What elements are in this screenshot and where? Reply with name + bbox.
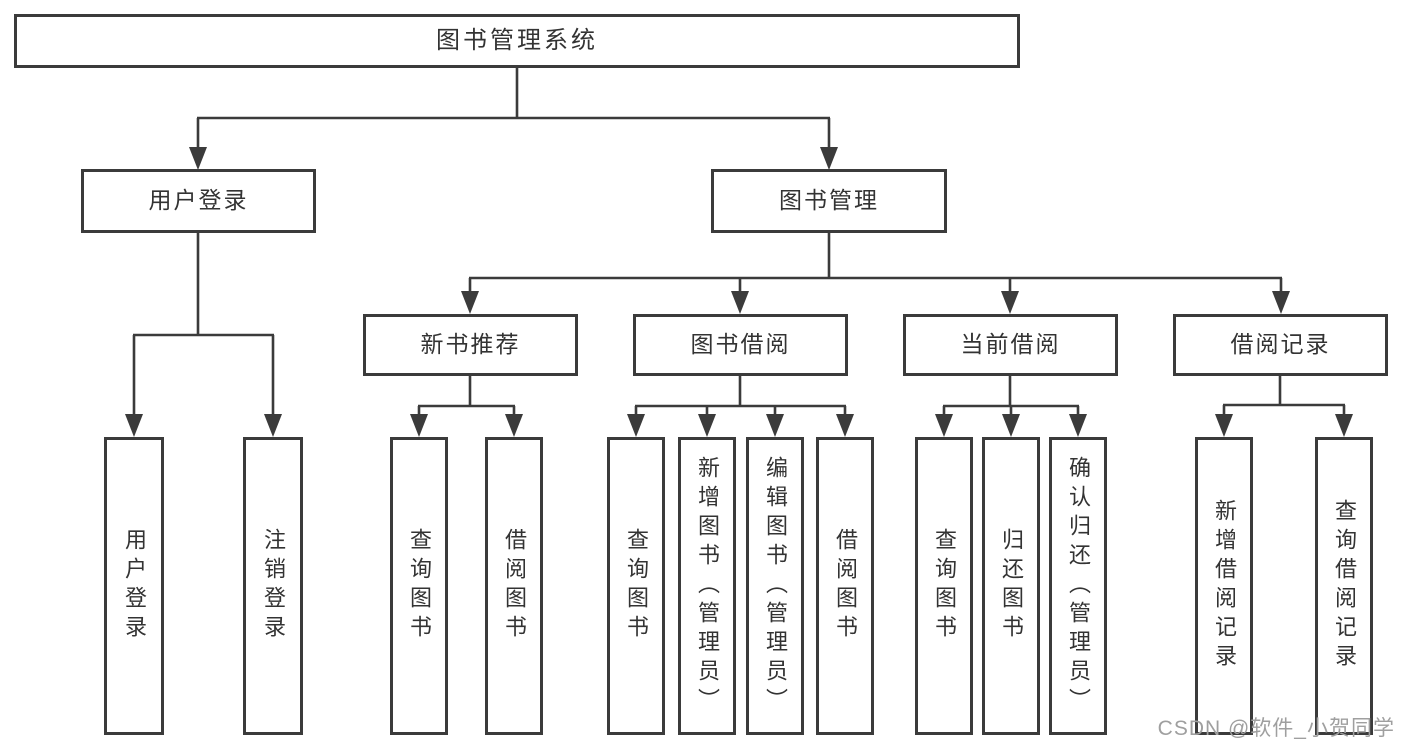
node-user-login: 用户登录 (81, 169, 316, 233)
arrow-down-icon (1335, 414, 1353, 437)
arrow-down-icon (935, 414, 953, 437)
leaf-query-borrow-record: 查询借阅记录 (1315, 437, 1373, 735)
leaf-return-book-label: 归还图书 (999, 528, 1024, 644)
connector-root-to-level2 (196, 68, 831, 152)
arrow-down-icon (125, 414, 143, 437)
arrow-down-icon (1002, 414, 1020, 437)
leaf-query-borrow-record-label: 查询借阅记录 (1332, 499, 1357, 673)
arrow-down-icon (836, 414, 854, 437)
connector-currentborrow-to-leaves (942, 376, 1080, 419)
leaf-add-borrow-record-label: 新增借阅记录 (1212, 499, 1237, 673)
node-new-book-recommend: 新书推荐 (363, 314, 578, 376)
connector-bookborrow-to-leaves (634, 376, 847, 419)
arrow-down-icon (820, 147, 838, 170)
node-book-borrow: 图书借阅 (633, 314, 848, 376)
leaf-confirm-return-admin-label: 确认归还（管理员） (1066, 455, 1091, 717)
leaf-logout-login: 注销登录 (243, 437, 303, 735)
leaf-query-book-recommend-label: 查询图书 (407, 528, 432, 644)
node-user-login-label: 用户登录 (148, 187, 249, 214)
arrow-down-icon (1001, 291, 1019, 314)
arrow-down-icon (461, 291, 479, 314)
arrow-down-icon (731, 291, 749, 314)
arrow-down-icon (1272, 291, 1290, 314)
node-current-borrow: 当前借阅 (903, 314, 1118, 376)
leaf-query-book-borrow: 查询图书 (607, 437, 665, 735)
arrow-down-icon (264, 414, 282, 437)
leaf-borrow-book: 借阅图书 (816, 437, 874, 735)
arrowheads (125, 147, 1353, 437)
leaf-borrow-book-recommend: 借阅图书 (485, 437, 543, 735)
arrow-down-icon (1215, 414, 1233, 437)
leaf-query-book-recommend: 查询图书 (390, 437, 448, 735)
arrow-down-icon (505, 414, 523, 437)
node-book-management: 图书管理 (711, 169, 947, 233)
leaf-user-login: 用户登录 (104, 437, 164, 735)
node-library-system-label: 图书管理系统 (436, 26, 598, 54)
arrow-down-icon (627, 414, 645, 437)
node-book-borrow-label: 图书借阅 (690, 331, 791, 358)
leaf-edit-book-admin: 编辑图书（管理员） (746, 437, 804, 735)
node-current-borrow-label: 当前借阅 (960, 331, 1061, 358)
arrow-down-icon (698, 414, 716, 437)
leaf-logout-login-label: 注销登录 (261, 528, 286, 644)
node-borrow-record: 借阅记录 (1173, 314, 1388, 376)
leaf-user-login-label: 用户登录 (122, 528, 147, 644)
leaf-borrow-book-recommend-label: 借阅图书 (502, 528, 527, 644)
leaf-add-borrow-record: 新增借阅记录 (1195, 437, 1253, 735)
leaf-edit-book-admin-label: 编辑图书（管理员） (763, 455, 788, 717)
arrow-down-icon (1069, 414, 1087, 437)
node-book-management-label: 图书管理 (779, 187, 879, 214)
node-new-book-recommend-label: 新书推荐 (420, 331, 521, 358)
arrow-down-icon (189, 147, 207, 170)
leaf-add-book-admin: 新增图书（管理员） (678, 437, 736, 735)
csdn-watermark: CSDN @软件_小贺同学 (1157, 717, 1395, 740)
leaf-query-book-current-label: 查询图书 (932, 528, 957, 644)
arrow-down-icon (410, 414, 428, 437)
leaf-confirm-return-admin: 确认归还（管理员） (1049, 437, 1107, 735)
connector-bookmgmt-to-level3 (468, 233, 1283, 296)
leaf-query-book-current: 查询图书 (915, 437, 973, 735)
connector-userlogin-to-leaves (132, 233, 275, 419)
leaf-borrow-book-label: 借阅图书 (833, 528, 858, 644)
connector-paths (132, 68, 1346, 419)
node-borrow-record-label: 借阅记录 (1230, 331, 1331, 358)
leaf-query-book-borrow-label: 查询图书 (624, 528, 649, 644)
connector-borrowrecord-to-leaves (1222, 376, 1346, 419)
leaf-return-book: 归还图书 (982, 437, 1040, 735)
connector-newbookrec-to-leaves (417, 376, 516, 419)
arrow-down-icon (766, 414, 784, 437)
node-library-system: 图书管理系统 (14, 14, 1020, 68)
leaf-add-book-admin-label: 新增图书（管理员） (695, 455, 720, 717)
